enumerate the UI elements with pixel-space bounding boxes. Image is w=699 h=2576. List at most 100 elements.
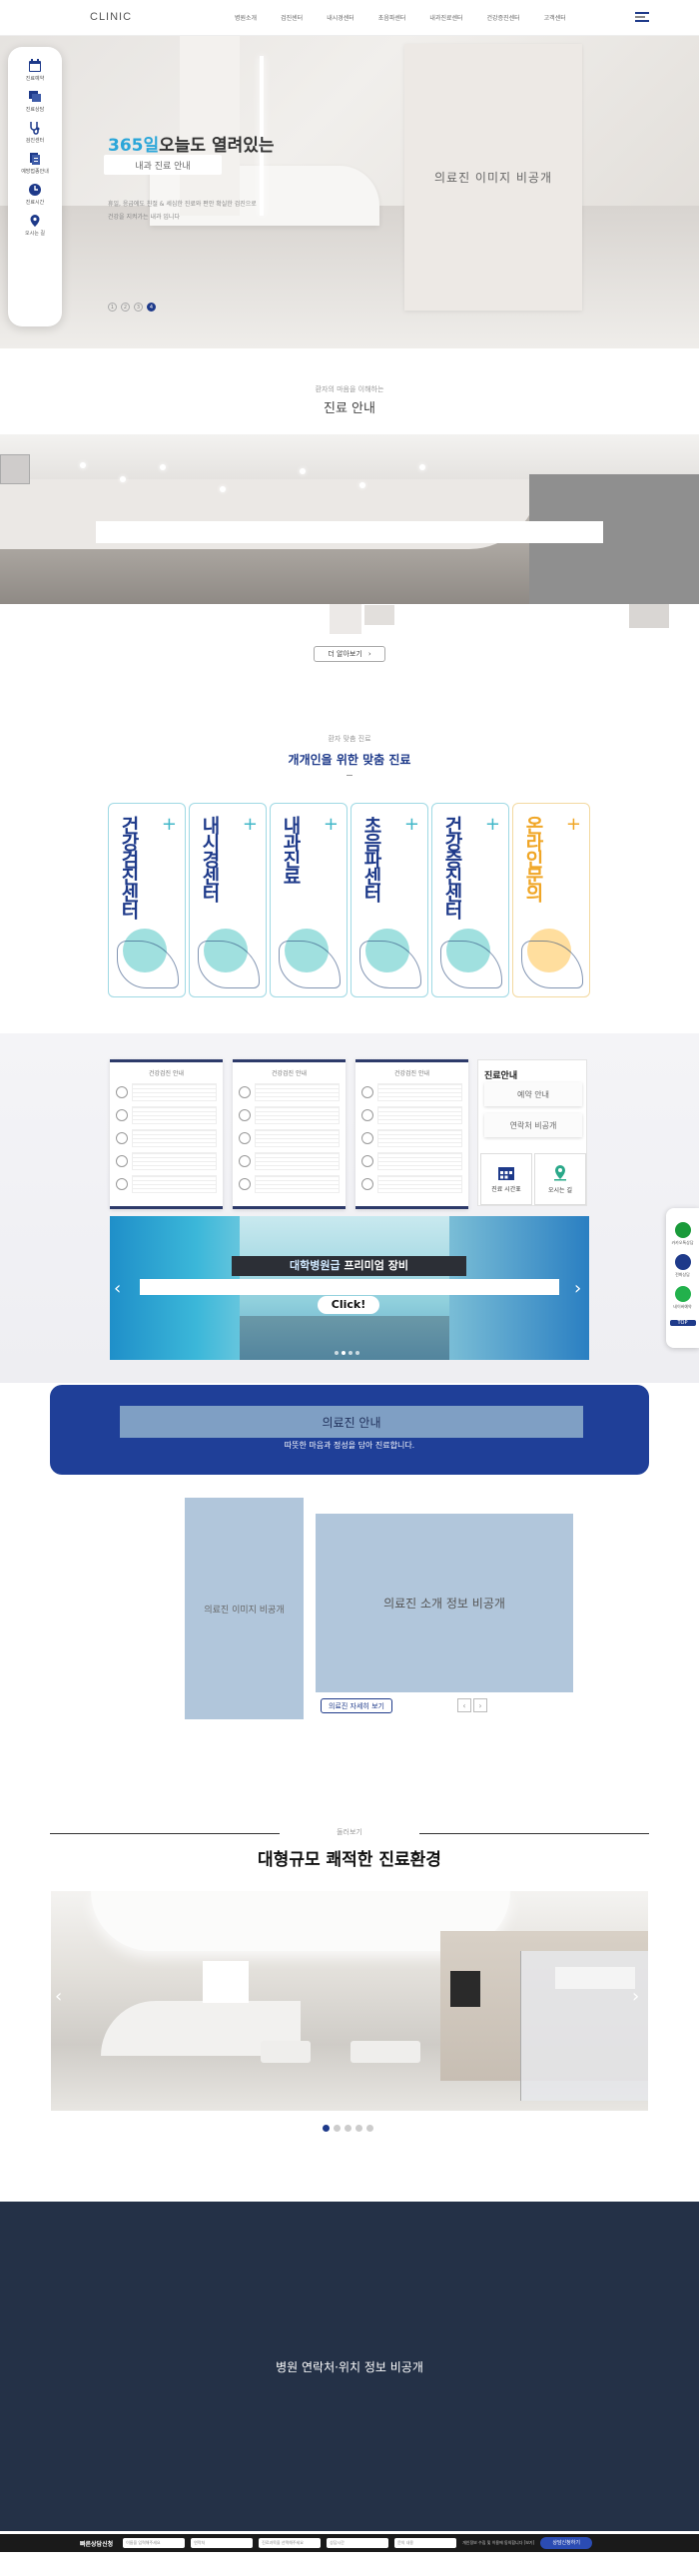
- consult-submit-button[interactable]: 상담신청하기: [540, 2537, 593, 2549]
- hero-pagination: 1 2 3 4: [108, 303, 156, 312]
- tour-pagination: [323, 2125, 373, 2132]
- plus-icon: +: [242, 814, 258, 835]
- kakao-icon: [674, 1222, 691, 1238]
- hero-dot[interactable]: 1: [108, 303, 117, 312]
- tour-dot[interactable]: [334, 2125, 341, 2132]
- plus-icon: +: [565, 814, 581, 835]
- custom-care-title: 개개인을 위한 맞춤 진료: [288, 753, 411, 767]
- quick-item-location[interactable]: 오시는 길: [25, 214, 45, 237]
- schedule-card[interactable]: 건강검진 안내: [110, 1059, 223, 1209]
- tour-dot[interactable]: [345, 2125, 351, 2132]
- card-ultrasound-center[interactable]: 초음파센터+: [350, 803, 428, 997]
- nav-item[interactable]: 내과진료센터: [429, 15, 463, 22]
- quick-item-hours[interactable]: 진료시간: [26, 183, 44, 206]
- plus-icon: +: [323, 814, 339, 835]
- reservation-info-button[interactable]: 예약 안내: [484, 1082, 582, 1106]
- logo[interactable]: CLINIC: [90, 11, 133, 23]
- hero-dot[interactable]: 2: [121, 303, 130, 312]
- chevron-right-icon[interactable]: ›: [473, 1698, 487, 1712]
- card-checkup-center[interactable]: 건강검진센터+: [108, 803, 186, 997]
- care-intro-title: 진료 안내: [324, 401, 375, 416]
- nav-item[interactable]: 고객센터: [543, 15, 566, 22]
- equipment-title: 대학병원급 프리미엄 장비: [232, 1256, 466, 1276]
- phone-consult-button[interactable]: 전화상담: [674, 1254, 691, 1278]
- interior-banner: [0, 434, 699, 604]
- quick-consult-label: 빠른상담신청: [80, 2540, 114, 2548]
- quick-menu: 진료예약 진료상담 검진센터 예방접종안내 진료시간 오시는 길: [8, 47, 62, 326]
- hero-description: 휴일, 응급에도 친절 & 세심한 진료와 편안 확실한 검진으로 건강을 지켜…: [108, 201, 257, 221]
- directions-button[interactable]: 오시는 길: [534, 1153, 586, 1205]
- naver-icon: [674, 1286, 691, 1302]
- plus-icon: +: [403, 814, 419, 835]
- time-select[interactable]: 상담시간: [327, 2538, 389, 2548]
- timetable-button[interactable]: 진료 시간표: [480, 1153, 532, 1205]
- info-title: 진료안내: [484, 1071, 518, 1081]
- schedule-cards: 건강검진 안내 건강검진 안내 건강검진 안내: [110, 1059, 468, 1209]
- name-input[interactable]: 이름을 입력해주세요: [123, 2538, 186, 2548]
- card-endoscopy-center[interactable]: 내시경센터+: [189, 803, 267, 997]
- message-input[interactable]: 문의 내용: [394, 2538, 457, 2548]
- clinic-info-box: 진료안내 예약 안내 연락처 비공개 진료 시간표 오시는 길: [477, 1059, 587, 1206]
- quick-consult-bar: 빠른상담신청 이름을 입력해주세요 연락처 진료과목을 선택해주세요 상담시간 …: [0, 2534, 699, 2552]
- chevron-left-icon[interactable]: ‹: [55, 1986, 63, 2007]
- care-cards: 건강검진센터+ 내시경센터+ 내과진료+ 초음파센터+ 건강증진센터+ 온라인문…: [108, 803, 590, 997]
- tour-gallery: ‹ ›: [51, 1891, 648, 2111]
- quick-item-reservation[interactable]: 진료예약: [26, 59, 44, 82]
- doctor-image-private: 의료진 이미지 비공개: [404, 44, 582, 311]
- menu-icon[interactable]: [635, 12, 649, 24]
- map-pin-icon: [554, 1165, 566, 1181]
- plus-icon: +: [484, 814, 500, 835]
- doctors-header: 의료진 안내 따뜻한 마음과 정성을 담아 진료합니다.: [50, 1385, 649, 1475]
- chat-icon: [29, 91, 41, 102]
- stethoscope-icon: [30, 122, 40, 135]
- calendar-grid-icon: [498, 1167, 514, 1180]
- contact-private-button[interactable]: 연락처 비공개: [484, 1113, 582, 1137]
- department-select[interactable]: 진료과목을 선택해주세요: [259, 2538, 322, 2548]
- doctor-detail-button[interactable]: 의료진 자세히 보기: [321, 1698, 392, 1713]
- chevron-right-icon[interactable]: ›: [574, 1278, 582, 1299]
- quick-item-consult[interactable]: 진료상담: [26, 90, 44, 113]
- privacy-agree-checkbox[interactable]: 개인정보 수집 및 이용에 동의합니다 [보기]: [462, 2540, 535, 2545]
- side-floating-menu: 카카오톡상담 전화상담 네이버예약 TOP: [666, 1208, 699, 1348]
- hero-subtitle: 내과 진료 안내: [104, 155, 222, 175]
- care-more-button[interactable]: 더 알아보기›: [314, 646, 385, 662]
- tour-title: 대형규모 쾌적한 진료환경: [258, 1850, 441, 1870]
- schedule-card[interactable]: 건강검진 안내: [233, 1059, 346, 1209]
- chevron-right-icon: ›: [367, 650, 371, 658]
- site-header: CLINIC 병원소개 검진센터 내시경센터 초음파센터 내과진료센터 건강증진…: [0, 0, 699, 36]
- nav-item[interactable]: 초음파센터: [377, 15, 406, 22]
- doctor-info-private: 의료진 소개 정보 비공개: [316, 1514, 573, 1692]
- hero-title: 365일오늘도 열려있는: [108, 136, 275, 156]
- top-button[interactable]: TOP: [669, 1320, 696, 1326]
- nav-item[interactable]: 병원소개: [235, 15, 258, 22]
- quick-item-vaccination[interactable]: 예방접종안내: [21, 152, 49, 175]
- schedule-card[interactable]: 건강검진 안내: [355, 1059, 468, 1209]
- phone-input[interactable]: 연락처: [191, 2538, 254, 2548]
- equipment-click-button[interactable]: Click!: [318, 1296, 379, 1314]
- footer: 병원 연락처·위치 정보 비공개: [0, 2202, 699, 2531]
- chevron-right-icon[interactable]: ›: [632, 1986, 640, 2007]
- nav-item[interactable]: 검진센터: [281, 15, 304, 22]
- tour-dot[interactable]: [323, 2125, 330, 2132]
- hero-dot[interactable]: 3: [134, 303, 143, 312]
- nav-item[interactable]: 내시경센터: [327, 15, 354, 22]
- kakao-consult-button[interactable]: 카카오톡상담: [671, 1222, 694, 1246]
- quick-item-checkup[interactable]: 검진센터: [26, 121, 44, 144]
- card-internal-medicine[interactable]: 내과진료+: [270, 803, 348, 997]
- naver-reservation-button[interactable]: 네이버예약: [673, 1286, 692, 1310]
- phone-icon: [674, 1254, 691, 1270]
- hero-dot-active[interactable]: 4: [147, 303, 156, 312]
- care-intro-subtitle: 환자의 마음을 이해하는: [315, 385, 384, 393]
- clock-icon: [29, 184, 41, 196]
- footer-private-text: 병원 연락처·위치 정보 비공개: [276, 2359, 423, 2374]
- tour-dot[interactable]: [355, 2125, 362, 2132]
- tour-dot[interactable]: [366, 2125, 373, 2132]
- chevron-left-icon[interactable]: ‹: [457, 1698, 471, 1712]
- chevron-left-icon[interactable]: ‹: [114, 1278, 122, 1299]
- card-online-inquiry[interactable]: 온라인문의+: [512, 803, 590, 997]
- main-nav: 병원소개 검진센터 내시경센터 초음파센터 내과진료센터 건강증진센터 고객센터: [235, 13, 566, 22]
- nav-item[interactable]: 건강증진센터: [486, 15, 520, 22]
- card-health-promotion[interactable]: 건강증진센터+: [431, 803, 509, 997]
- doctors-description: 따뜻한 마음과 정성을 담아 진료합니다.: [284, 1441, 415, 1450]
- tour-subtitle: 둘러보기: [337, 1828, 362, 1836]
